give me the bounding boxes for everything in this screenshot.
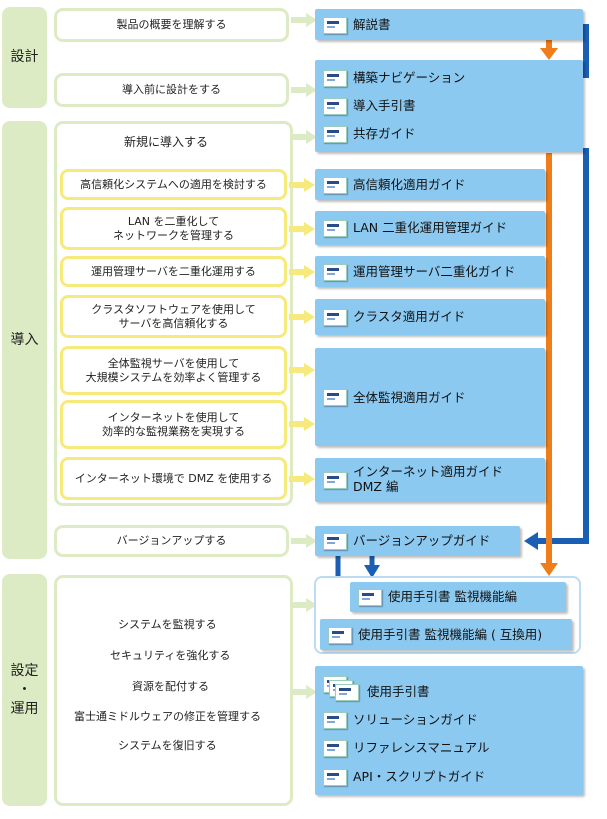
doc-central[interactable]: 全体監視適用ガイド xyxy=(315,348,545,446)
task-ops-patch[interactable]: 富士通ミドルウェアの修正を管理する xyxy=(74,710,261,723)
task-understand[interactable]: 製品の概要を理解する xyxy=(54,8,289,42)
arrow-icon xyxy=(289,310,315,324)
doc-monitor-compat[interactable]: 使用手引書 監視機能編 ( 互換用) xyxy=(320,619,572,650)
arrow-icon xyxy=(289,265,315,279)
doc-internet-label: インターネット適用ガイド DMZ 編 xyxy=(353,464,504,494)
doc-coexist-label[interactable]: 共存ガイド xyxy=(353,126,416,141)
phase-design-label: 設計 xyxy=(10,49,39,65)
doc-mgr[interactable]: 運用管理サーバ二重化ガイド xyxy=(315,256,545,287)
doc-lan[interactable]: LAN 二重化運用管理ガイド xyxy=(315,211,545,245)
phase-ops-label: 設定 ・ 運用 xyxy=(10,662,39,717)
arrow-icon xyxy=(289,222,315,236)
doc-usage-label[interactable]: 使用手引書 xyxy=(367,684,430,699)
task-upgrade-label: バージョンアップする xyxy=(116,534,227,547)
doc-central-label: 全体監視適用ガイド xyxy=(353,390,466,405)
book-icon xyxy=(323,472,347,489)
doc-mgr-label: 運用管理サーバ二重化ガイド xyxy=(353,264,516,279)
ops-group xyxy=(54,575,293,806)
doc-overview-label: 解説書 xyxy=(353,17,391,32)
book-icon xyxy=(335,684,359,701)
task-internet[interactable]: インターネットを使用して 効率的な監視業務を実現する xyxy=(60,400,287,449)
book-icon xyxy=(323,264,347,281)
doc-monitor-compat-label: 使用手引書 監視機能編 ( 互換用) xyxy=(358,627,543,642)
doc-ha[interactable]: 高信頼化適用ガイド xyxy=(315,169,545,200)
book-icon xyxy=(323,309,347,326)
book-icon xyxy=(323,533,347,550)
task-ops-security[interactable]: セキュリティを強化する xyxy=(110,649,231,662)
book-icon xyxy=(323,769,347,786)
task-lan[interactable]: LAN を二重化して ネットワークを管理する xyxy=(60,207,287,250)
book-icon xyxy=(323,177,347,194)
doc-upgrade[interactable]: バージョンアップガイド xyxy=(315,526,520,556)
book-icon xyxy=(328,627,352,644)
task-ops-distribute[interactable]: 資源を配付する xyxy=(132,680,209,693)
arrow-icon xyxy=(289,417,315,431)
doc-api-label[interactable]: API・スクリプトガイド xyxy=(353,769,486,784)
arrow-icon xyxy=(291,13,317,27)
task-predesign-label: 導入前に設計をする xyxy=(122,83,221,96)
task-ops-monitor[interactable]: システムを監視する xyxy=(118,618,217,631)
task-cluster[interactable]: クラスタソフトウェアを使用して サーバを高信頼化する xyxy=(60,295,287,338)
task-predesign[interactable]: 導入前に設計をする xyxy=(54,73,289,107)
phase-design: 設計 xyxy=(2,7,47,108)
arrow-icon xyxy=(291,83,317,97)
doc-monitor-label: 使用手引書 監視機能編 xyxy=(388,589,517,604)
task-newintro[interactable]: 新規に導入する xyxy=(124,135,209,149)
task-ops-recover[interactable]: システムを復旧する xyxy=(118,739,217,752)
doc-ha-label: 高信頼化適用ガイド xyxy=(353,177,466,192)
arrow-icon xyxy=(291,130,317,144)
doc-guide-label[interactable]: 導入手引書 xyxy=(353,98,416,113)
arrow-icon xyxy=(289,363,315,377)
doc-group-ops: 使用手引書 ソリューションガイド リファレンスマニュアル API・スクリプトガイ… xyxy=(315,666,583,795)
arrow-icon xyxy=(289,178,315,192)
task-upgrade[interactable]: バージョンアップする xyxy=(54,525,289,557)
book-icon xyxy=(323,389,347,406)
doc-nav-label[interactable]: 構築ナビゲーション xyxy=(353,70,466,85)
task-ha[interactable]: 高信頼化システムへの適用を検討する xyxy=(60,169,287,200)
doc-cluster[interactable]: クラスタ適用ガイド xyxy=(315,299,545,335)
doc-upgrade-label: バージョンアップガイド xyxy=(353,533,491,548)
book-icon xyxy=(323,126,347,143)
task-dmz[interactable]: インターネット環境で DMZ を使用する xyxy=(60,457,287,500)
phase-intro-label: 導入 xyxy=(10,331,39,348)
book-icon xyxy=(358,589,382,606)
doc-overview[interactable]: 解説書 xyxy=(315,9,583,40)
book-icon xyxy=(323,17,347,34)
task-central[interactable]: 全体監視サーバを使用して 大規模システムを効率よく管理する xyxy=(60,346,287,395)
book-icon xyxy=(323,70,347,87)
arrow-icon xyxy=(291,534,317,548)
doc-reference-label[interactable]: リファレンスマニュアル xyxy=(353,740,490,755)
doc-internet[interactable]: インターネット適用ガイド DMZ 編 xyxy=(315,458,545,502)
phase-ops: 設定 ・ 運用 xyxy=(2,574,47,806)
book-icon xyxy=(323,712,347,729)
book-icon xyxy=(323,98,347,115)
doc-solution-label[interactable]: ソリューションガイド xyxy=(353,712,478,727)
doc-group-design: 構築ナビゲーション 導入手引書 共存ガイド xyxy=(315,60,583,152)
phase-intro: 導入 xyxy=(2,121,47,559)
task-mgr[interactable]: 運用管理サーバを二重化運用する xyxy=(60,256,287,287)
book-icon xyxy=(323,740,347,757)
doc-cluster-label: クラスタ適用ガイド xyxy=(353,309,466,324)
task-understand-label: 製品の概要を理解する xyxy=(116,18,227,31)
arrow-icon xyxy=(289,472,315,486)
book-icon xyxy=(323,220,347,237)
arrow-icon xyxy=(291,685,317,699)
doc-lan-label: LAN 二重化運用管理ガイド xyxy=(353,220,508,235)
doc-monitor[interactable]: 使用手引書 監視機能編 xyxy=(350,582,566,612)
arrow-icon xyxy=(291,598,317,612)
